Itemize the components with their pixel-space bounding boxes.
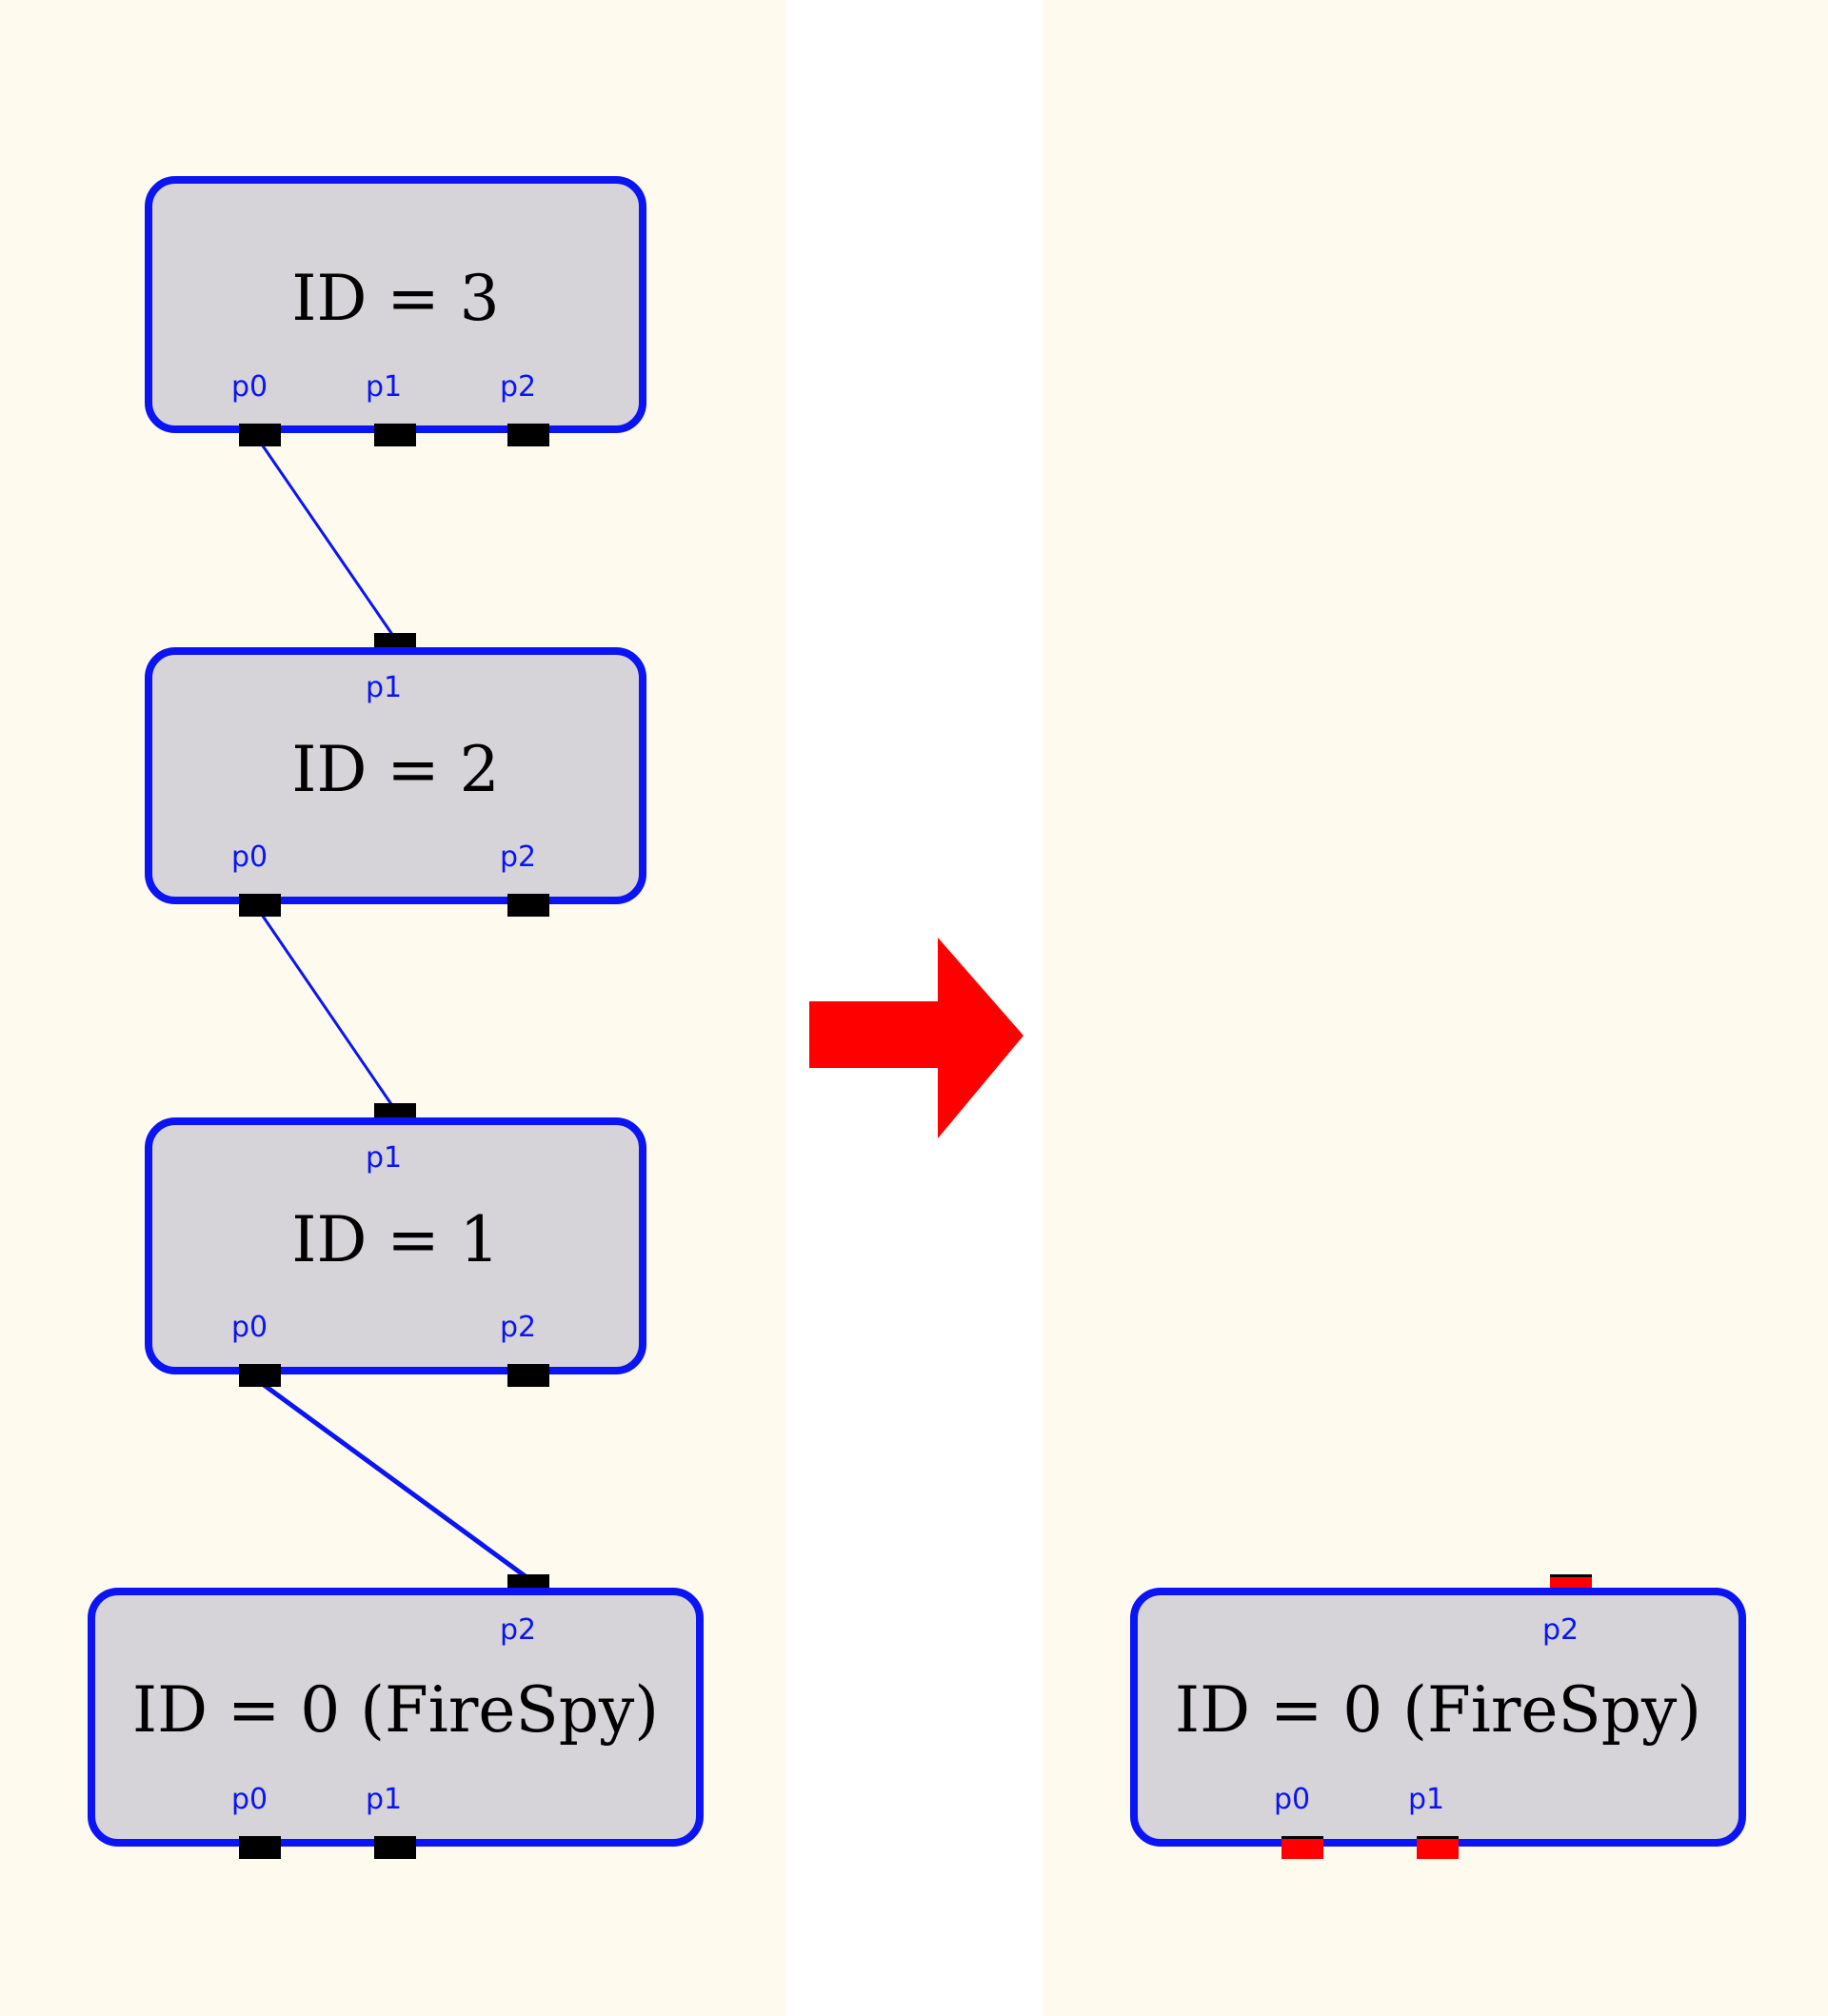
port-label-p1: p1 xyxy=(1408,1783,1445,1816)
port-p0[interactable] xyxy=(239,1836,281,1859)
node-title: ID = 3 xyxy=(291,262,500,335)
port-label-p2: p2 xyxy=(500,370,537,404)
port-label-p0: p0 xyxy=(231,370,268,404)
node-title: ID = 0 (FireSpy) xyxy=(1175,1673,1701,1747)
port-label-p1: p1 xyxy=(366,1141,403,1175)
port-label-p2: p2 xyxy=(500,1613,537,1647)
port-p1[interactable] xyxy=(374,424,416,446)
port-p2[interactable] xyxy=(507,424,549,446)
port-label-p0: p0 xyxy=(231,1311,268,1344)
port-p2[interactable] xyxy=(507,1364,549,1387)
edge-id2-id1 xyxy=(258,911,395,1108)
edge-id3-id2 xyxy=(258,441,395,637)
node-id-2[interactable]: ID = 2 xyxy=(145,647,646,904)
port-p0-active[interactable] xyxy=(1282,1836,1323,1859)
port-label-p1: p1 xyxy=(366,370,403,404)
port-p1-active[interactable] xyxy=(1417,1836,1459,1859)
port-label-p1: p1 xyxy=(366,1783,403,1816)
port-p0[interactable] xyxy=(239,1364,281,1387)
node-title: ID = 2 xyxy=(291,733,500,806)
port-label-p0: p0 xyxy=(231,1783,268,1816)
edge-id1-id0 xyxy=(258,1379,528,1580)
left-edges xyxy=(258,441,528,1580)
port-label-p2: p2 xyxy=(500,840,537,874)
port-label-p2: p2 xyxy=(500,1311,537,1344)
node-id-1[interactable]: ID = 1 xyxy=(145,1117,646,1374)
port-p0[interactable] xyxy=(239,894,281,917)
port-label-p2: p2 xyxy=(1542,1613,1580,1647)
left-panel: ID = 3 p0 p1 p2 ID = 2 p1 p0 p2 ID = 1 p… xyxy=(0,0,785,2016)
port-label-p0: p0 xyxy=(1274,1783,1311,1816)
port-label-p0: p0 xyxy=(231,840,268,874)
right-panel: ID = 0 (FireSpy) p2 p0 p1 xyxy=(1043,0,1828,2016)
node-title: ID = 0 (FireSpy) xyxy=(132,1673,659,1747)
port-p2[interactable] xyxy=(507,894,549,917)
right-arrow-icon xyxy=(809,938,1023,1138)
port-p1[interactable] xyxy=(374,1836,416,1859)
node-id-3[interactable]: ID = 3 xyxy=(145,176,646,433)
node-title: ID = 1 xyxy=(291,1203,500,1276)
port-p0[interactable] xyxy=(239,424,281,446)
port-label-p1: p1 xyxy=(366,671,403,704)
